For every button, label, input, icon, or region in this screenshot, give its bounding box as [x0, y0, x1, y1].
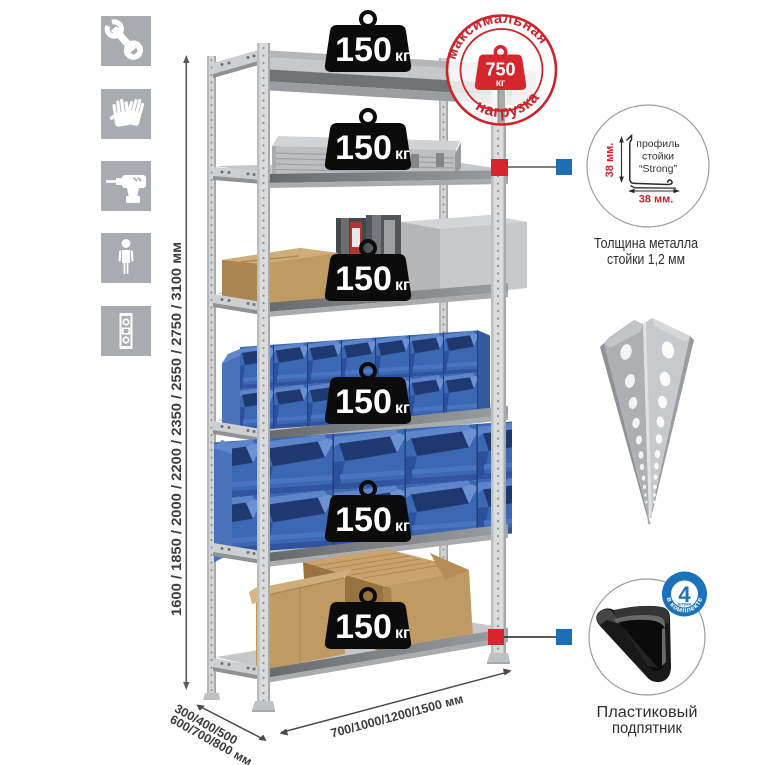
svg-text:38 мм.: 38 мм. — [604, 143, 616, 178]
svg-text:38 мм.: 38 мм. — [639, 194, 674, 206]
svg-text:подпятник: подпятник — [612, 720, 682, 737]
svg-text:штуки: штуки — [678, 601, 692, 606]
svg-text:Толщина металла: Толщина металла — [594, 236, 699, 252]
svg-text:стойки 1,2 мм: стойки 1,2 мм — [607, 252, 685, 268]
svg-text:профиль: профиль — [636, 138, 680, 150]
svg-text:“Strong”: “Strong” — [639, 163, 677, 175]
svg-text:700/1000/1200/1500 мм: 700/1000/1200/1500 мм — [329, 692, 465, 741]
svg-text:750: 750 — [485, 60, 515, 80]
svg-text:4: 4 — [678, 582, 691, 607]
svg-text:кг: кг — [496, 78, 505, 89]
svg-text:1600 / 1850 / 2000 / 2200 / 23: 1600 / 1850 / 2000 / 2200 / 2350 / 2550 … — [169, 242, 184, 616]
svg-text:Пластиковый: Пластиковый — [597, 704, 698, 721]
svg-text:стойки: стойки — [642, 151, 674, 163]
